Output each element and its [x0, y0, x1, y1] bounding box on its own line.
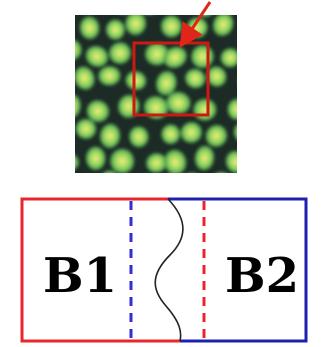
pattern-cell	[164, 149, 187, 173]
pattern-cell	[234, 172, 237, 173]
pattern-cell	[99, 123, 121, 149]
cell-pattern-image	[42, 0, 278, 201]
pattern-cell	[98, 65, 121, 86]
pattern-cell	[143, 95, 169, 120]
pattern-cell	[157, 171, 184, 198]
pattern-cell	[194, 145, 215, 171]
pattern-cell	[75, 94, 81, 119]
pattern-cell	[86, 100, 110, 123]
pattern-cell	[125, 15, 147, 36]
region-b2-box	[168, 197, 308, 343]
pattern-cell	[112, 0, 135, 14]
pattern-cell	[206, 66, 227, 87]
pattern-cell	[85, 0, 111, 10]
interface-curve	[154, 198, 184, 342]
pattern-cell	[45, 62, 73, 91]
pattern-cell	[235, 66, 263, 95]
region-b1-box	[20, 197, 180, 343]
pattern-cell	[145, 153, 167, 173]
pattern-cell	[180, 172, 205, 173]
pattern-cell	[220, 48, 237, 68]
pattern-background	[75, 15, 237, 173]
pattern-cell	[160, 15, 183, 38]
pattern-cell	[76, 174, 100, 199]
pattern-cell	[125, 71, 147, 91]
pattern-cell	[75, 39, 82, 61]
pattern-cell	[210, 171, 232, 173]
pattern-cell	[225, 150, 237, 173]
pattern-cell	[160, 0, 192, 14]
pattern-cell	[239, 19, 266, 46]
pattern-cell	[155, 70, 177, 96]
pattern-cell	[166, 91, 191, 115]
label-b2: B2	[225, 248, 299, 304]
pattern-cell	[227, 98, 237, 120]
boundary-diagram: B1 B2	[20, 197, 308, 343]
pattern-cell	[240, 39, 271, 70]
pattern-cell	[75, 118, 97, 140]
pattern-cell	[184, 68, 206, 89]
pattern-cell	[245, 0, 270, 15]
pattern-cell	[224, 0, 245, 13]
pointer-arrow-icon	[179, 1, 212, 48]
pattern-cell	[144, 42, 169, 66]
pattern-cell	[129, 171, 160, 201]
pattern-cell	[139, 0, 159, 15]
pattern-cell	[212, 15, 234, 37]
pattern-cell	[110, 148, 135, 173]
pattern-cell	[75, 66, 95, 90]
pattern-cell	[180, 121, 203, 144]
pattern-cell	[161, 124, 181, 145]
pattern-cell	[85, 45, 109, 67]
pattern-cell	[249, 152, 275, 177]
label-b1: B1	[43, 248, 117, 304]
pattern-cell	[45, 12, 70, 41]
pattern-cell	[61, 0, 81, 13]
pattern-cell	[128, 126, 149, 148]
pattern-cell	[85, 146, 106, 171]
pattern-cell	[47, 173, 72, 200]
pattern-cell	[79, 16, 100, 40]
pattern-cell	[163, 46, 187, 69]
pattern-cell	[42, 121, 69, 147]
pattern-cell	[105, 19, 126, 40]
zoom-highlight-box	[132, 41, 210, 117]
pattern-cell	[205, 124, 228, 148]
pattern-cell	[252, 95, 278, 123]
pattern-cell	[108, 42, 132, 65]
